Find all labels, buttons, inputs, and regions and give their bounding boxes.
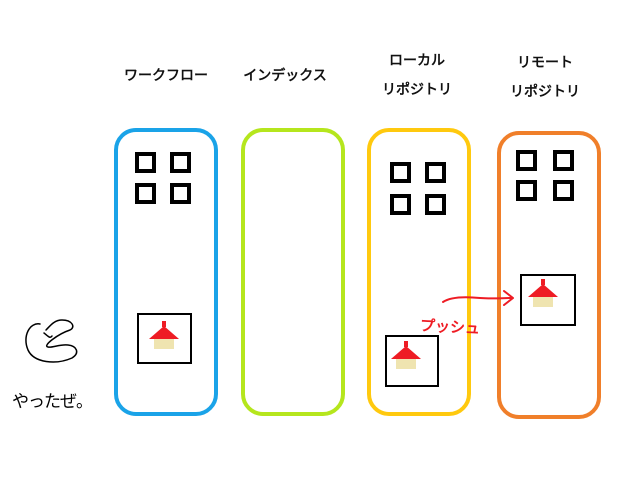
workflow-label-line: ワークフロー [124,68,208,84]
square-icon [553,180,574,201]
square-icon [170,183,191,204]
square-icon [425,194,446,215]
local-files [390,162,446,215]
house-icon [149,321,179,349]
local-label-line-2: リポジトリ [382,82,452,98]
house-icon [391,341,421,369]
square-icon [390,194,411,215]
workflow-files [135,152,191,204]
square-icon [516,180,537,201]
remote-label: リモート リポジトリ [480,49,610,107]
house-icon [528,279,558,307]
local-house-box [385,335,439,387]
remote-label-line-1: リモート [517,55,573,71]
remote-column [497,131,601,419]
caption: やったぜ。 [12,392,93,412]
index-label-line: インデックス [243,68,327,84]
index-column [241,128,345,416]
workflow-label: ワークフロー [101,62,231,91]
square-icon [516,150,537,171]
push-label: プッシュ [419,316,481,338]
local-column [367,128,471,416]
square-icon [425,162,446,183]
square-icon [390,162,411,183]
doodle-face-icon [25,319,78,363]
remote-files [516,150,574,201]
workflow-column [114,128,218,416]
local-label: ローカル リポジトリ [352,47,482,105]
square-icon [135,152,156,173]
local-label-line-1: ローカル [389,53,445,69]
square-icon [135,183,156,204]
workflow-house-box [137,313,192,364]
remote-label-line-2: リポジトリ [510,84,580,100]
remote-house-box [520,274,576,326]
arrow-right-icon [442,290,514,306]
square-icon [553,150,574,171]
square-icon [170,152,191,173]
index-label: インデックス [220,62,350,91]
